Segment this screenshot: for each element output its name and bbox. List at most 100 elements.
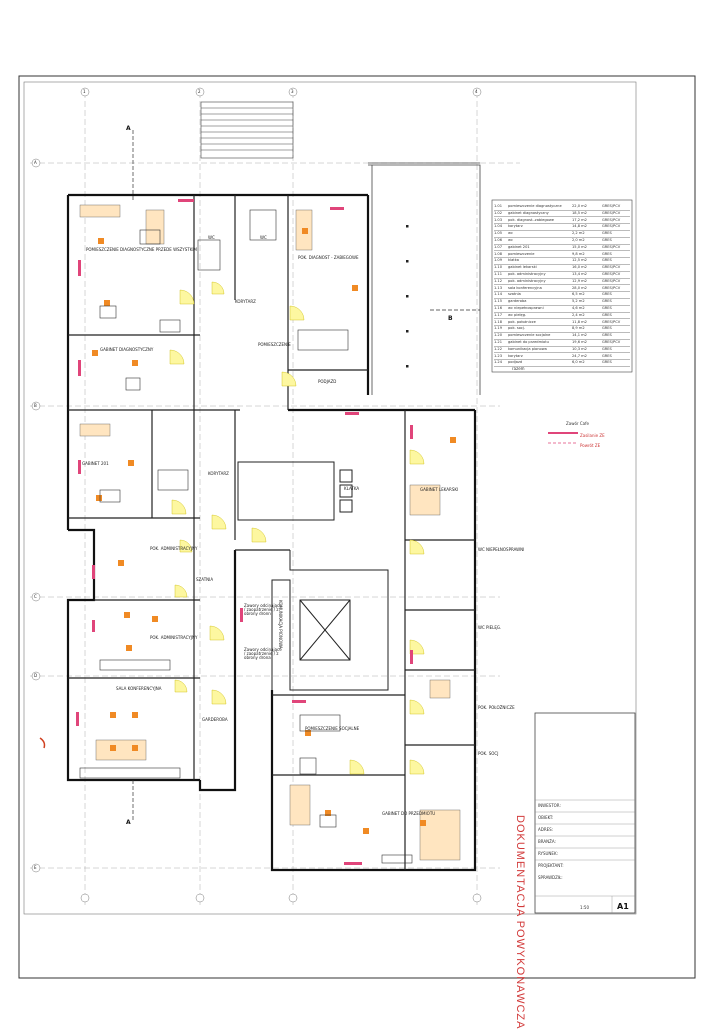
room-table-row-rule [494,209,630,211]
room-table-cell: GRES [602,238,612,242]
room-table-cell: 6,0 m2 [572,360,585,365]
room-table-cell: 12,9 m2 [572,278,587,283]
room-table-cell: klatka [508,258,519,263]
room-label: POK. DIAGNOST - ZABIEGOWE [298,255,359,260]
room-table-cell: 1.10 [494,265,503,270]
room-table-cell: 1.17 [494,312,503,317]
grid-axes [30,92,520,905]
title-block-sheet-no: A1 [617,902,629,911]
room-table-cell: GRES/PCV [602,340,621,344]
room-table-cell: 2,0 m2 [572,238,585,242]
room-table-cell: 1.18 [494,319,503,324]
room-label: KORYTARZ [208,471,229,476]
room-table-cell: 9,8 m2 [572,251,585,256]
section-mark: A [126,125,131,132]
room-table-row-rule [494,345,630,347]
room-table-cell: 13,4 m2 [572,272,587,276]
room-table-cell: 2,4 m2 [572,312,585,317]
room-table-cell: pok. administracyjny [508,272,546,276]
room-table-cell: 22,0 m2 [572,204,587,208]
room-table-cell: GRES/PCV [602,278,621,283]
room-label: WC NIEPEŁNOSPRAWNI [478,547,525,552]
room-table-cell: GRES/PCV [602,285,621,290]
room-table-cell: GRES [602,292,612,297]
ink-mark [39,737,46,749]
grid-row-label: A [34,160,37,165]
room-label: POMIESZCZENIE [258,342,291,347]
room-label: GARDEROBA [202,717,228,722]
legend-title: Zawór Cafe [566,421,589,426]
room-table-cell: 1.13 [494,285,503,290]
room-table-frame [491,199,633,373]
room-table-cell: wc niepełnosprawni [508,306,544,310]
room-label: GABINET DO PRZEDMIOTU [382,811,436,816]
room-table-cell: garderoba [508,299,527,304]
external-stairs [200,101,294,159]
room-table-row-rule [494,216,630,218]
exterior-walls [66,193,477,872]
room-table-cell: 4,6 m2 [572,306,585,310]
room-label: KLATKA [344,486,360,491]
room-table-cell: 1.19 [494,326,503,331]
room-table-row-rule [494,304,630,306]
room-table-cell: GRES [602,353,612,358]
room-table-cell: GRES/PCV [602,319,621,324]
grid-row-label: C [34,594,37,599]
room-table-cell: 1.24 [494,360,503,365]
drawing-frame [18,75,696,979]
title-block-line: OBIEKT: [538,815,554,820]
room-label: POK. ADMINISTRACYJNY [150,546,198,551]
room-table-row-rule [494,318,630,320]
legend-item: Zasilanie ZE [580,433,605,438]
title-block-line: INWESTOR: [538,803,561,808]
grid-row-label: D [34,673,38,678]
room-table-cell: pok. socj. [508,326,526,331]
room-table-cell: pomieszczenie diagnostyczne [508,204,562,208]
room-table-cell: GRES [602,312,612,317]
room-table-cell: 1.06 [494,238,503,242]
room-table-cell: pok. administracyjny [508,278,546,283]
room-table-row-rule [494,257,630,259]
corridor-note: Zawory odcinające / zaopatrzenie / z obr… [244,647,282,660]
room-table-cell: 18,5 m2 [572,210,587,215]
room-table-row-rule [494,230,630,231]
room-table-row-rule [494,223,630,225]
room-table-cell: 24,7 m2 [572,353,587,358]
grid-bubbles [31,87,482,903]
door-swings [169,281,425,775]
room-table-cell: GRES/PCV [602,210,621,215]
room-table-cell: sala konferencyjna [508,285,542,290]
title-block-line: SPRAWDZIŁ: [538,875,563,880]
room-table-cell: 1.23 [494,353,503,358]
room-label: PODJAZD [318,379,337,384]
room-table-cell: 1.14 [494,292,503,297]
room-table-row-rule [494,338,630,340]
room-table-cell: GRES/PCV [602,217,621,222]
room-table-cell: 1.08 [494,251,503,256]
room-table-row-rule [494,264,630,265]
central-core [237,461,389,691]
room-table-cell: 1.12 [494,278,503,283]
room-table-cell: pomieszczenie [508,251,535,256]
room-label: WC [260,235,267,240]
room-table-cell: 8,9 m2 [572,326,585,331]
room-table-row-rule [494,284,630,286]
room-table-cell: 17,2 m2 [572,217,587,222]
room-table-cell: pok. położnicze [508,319,536,324]
room-table-cell: 1.03 [494,217,503,222]
room-table-cell: 1.20 [494,333,503,338]
room-label: GABINET LEKARSKI [420,487,459,492]
heating-radiators [76,199,413,865]
room-table-row-rule [494,270,630,272]
interior-walls [68,195,475,870]
room-table-cell: GRES [602,231,612,236]
title-block-line: PROJEKTANT: [538,863,564,868]
room-table-cell: GRES [602,251,612,256]
room-table-cell: GRES/PCV [602,224,621,229]
room-table-cell: 12,5 m2 [572,258,587,263]
furniture [79,204,461,864]
room-label: WC PIELĘG. [478,625,502,630]
room-table-cell: 1.07 [494,244,503,249]
room-table-cell: 5,2 m2 [572,299,585,304]
room-table-total: razem [512,366,525,371]
